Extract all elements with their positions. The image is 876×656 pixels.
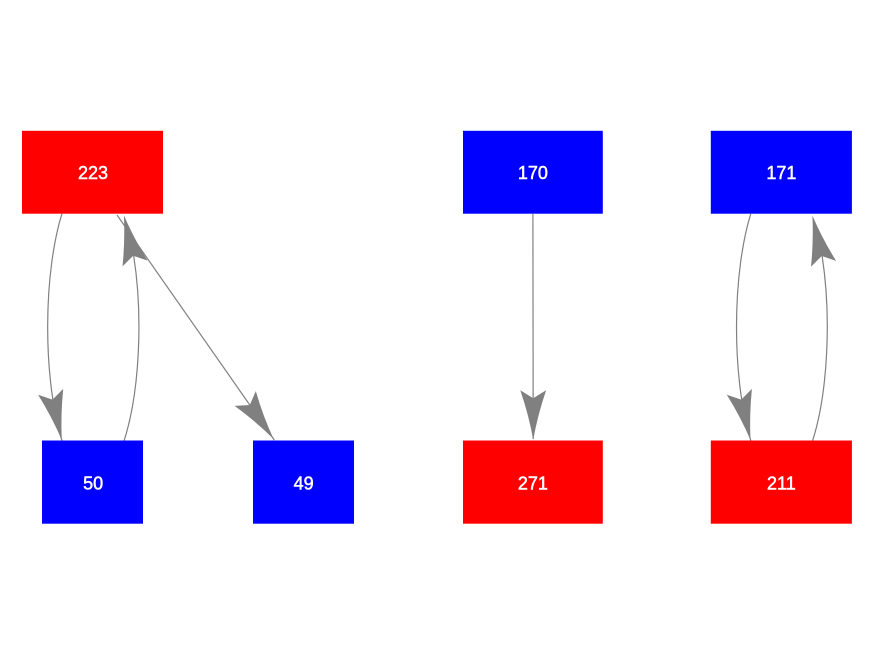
svg-text:211: 211: [767, 474, 796, 494]
svg-text:50: 50: [83, 474, 103, 494]
svg-text:223: 223: [78, 163, 108, 183]
svg-text:171: 171: [766, 163, 796, 183]
svg-text:49: 49: [294, 474, 314, 494]
svg-text:170: 170: [518, 163, 548, 183]
svg-text:271: 271: [518, 474, 548, 494]
